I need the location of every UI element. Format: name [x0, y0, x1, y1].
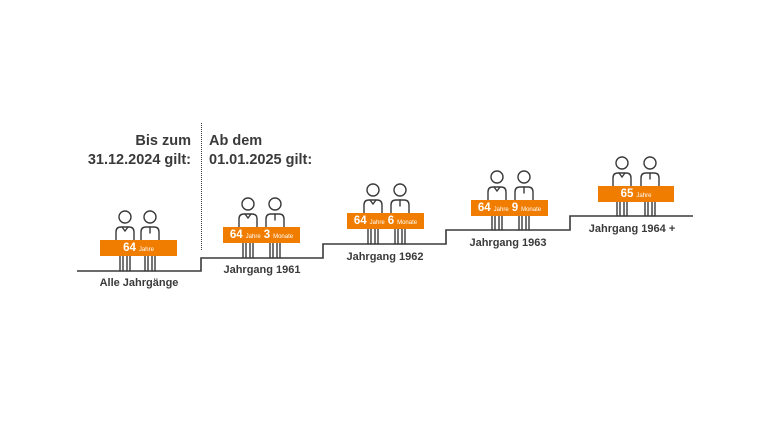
age-years-unit: Jahre — [369, 220, 385, 226]
age-tag-jahrgang-1962: 64 Jahre 6 Monate — [347, 213, 424, 229]
heading-after-line-1: Ab dem — [209, 133, 263, 149]
age-tag-alle-jahrgaenge: 64 Jahre — [100, 240, 177, 256]
step-label-jahrgang-1962: Jahrgang 1962 — [346, 251, 424, 263]
age-years-unit: Jahre — [245, 234, 261, 240]
staircase-line — [77, 215, 693, 272]
age-months-unit: Monate — [397, 220, 418, 226]
age-years-value: 64 — [353, 215, 367, 227]
step-label-alle-jahrgaenge: Alle Jahrgänge — [99, 277, 179, 289]
age-months-unit: Monate — [521, 207, 542, 213]
heading-before-line-2: 31.12.2024 gilt: — [87, 152, 191, 168]
age-tag-jahrgang-1961: 64 Jahre 3 Monate — [223, 227, 300, 243]
age-months-value: 3 — [263, 229, 271, 241]
person-icon — [514, 170, 534, 231]
figures-layer — [115, 156, 660, 272]
dotted-divider — [201, 123, 202, 250]
age-months-value: 9 — [511, 202, 519, 214]
age-tag-jahrgang-1963: 64 Jahre 9 Monate — [471, 200, 548, 216]
person-icon — [115, 210, 135, 272]
age-months-value: 6 — [387, 215, 395, 227]
age-years-unit: Jahre — [636, 193, 652, 199]
age-years-value: 64 — [477, 202, 491, 214]
heading-from-2025: Ab dem 01.01.2025 gilt: — [209, 132, 312, 170]
age-months-unit: Monate — [273, 234, 294, 240]
person-icon — [390, 183, 410, 245]
person-icon — [487, 170, 507, 231]
heading-after-line-2: 01.01.2025 gilt: — [209, 152, 313, 168]
person-icon — [238, 197, 258, 259]
step-label-jahrgang-1961: Jahrgang 1961 — [223, 264, 301, 276]
heading-before-2025: Bis zum 31.12.2024 gilt: — [88, 132, 191, 170]
person-icon — [265, 197, 285, 259]
person-icon — [612, 156, 632, 217]
person-icon — [363, 183, 383, 245]
step-label-jahrgang-1963: Jahrgang 1963 — [469, 237, 547, 249]
person-icon — [640, 156, 660, 217]
heading-before-line-1: Bis zum — [135, 133, 191, 149]
age-years-value: 64 — [229, 229, 243, 241]
age-tag-jahrgang-1964-plus: 65 Jahre — [598, 186, 674, 202]
age-years-unit: Jahre — [138, 247, 154, 253]
age-years-value: 65 — [620, 188, 634, 200]
step-label-jahrgang-1964-plus: Jahrgang 1964 + — [588, 223, 676, 235]
age-years-value: 64 — [123, 242, 136, 254]
person-icon — [140, 210, 160, 272]
age-years-unit: Jahre — [493, 207, 509, 213]
